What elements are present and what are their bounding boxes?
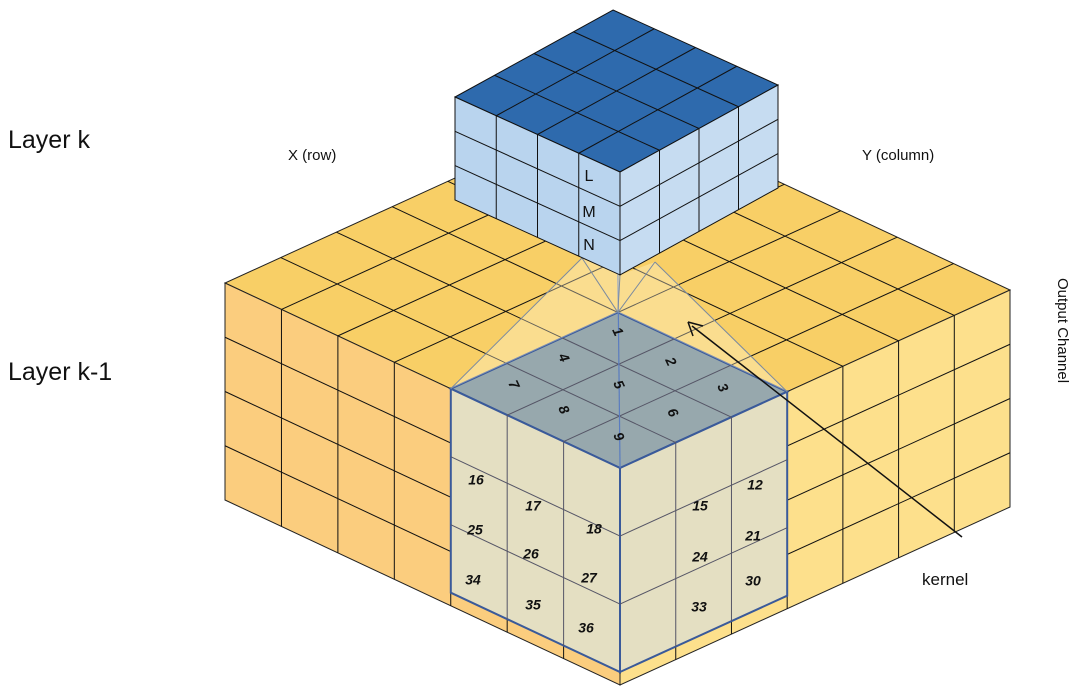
- kernel-grid-line: [506, 362, 676, 444]
- layer-k-minus-1-label: Layer k-1: [8, 358, 112, 386]
- kernel-grid-line: [450, 456, 621, 537]
- output-grid-line: [454, 130, 621, 207]
- output-grid-line: [619, 153, 779, 242]
- x-row-label: X (row): [288, 147, 336, 164]
- kernel-left-number: 18: [586, 521, 602, 537]
- receptive-field-projection: [450, 257, 788, 393]
- kernel-cube: [448, 272, 790, 674]
- output-grid-line: [619, 118, 779, 207]
- output-grid-line: [494, 74, 660, 151]
- kernel-left-number: 26: [522, 546, 539, 562]
- output-grid-line: [454, 165, 621, 242]
- kernel-left-number: 16: [468, 472, 484, 488]
- projection-line: [617, 261, 656, 313]
- kernel-right-number: 15: [692, 498, 708, 514]
- kernel-grid-line: [619, 527, 788, 605]
- y-column-label: Y (column): [862, 147, 934, 164]
- output-channel-label: Output Channel: [1054, 278, 1071, 383]
- kernel-left-number: 27: [580, 570, 598, 586]
- kernel-label: kernel: [922, 570, 968, 589]
- kernel-grid-line: [450, 524, 621, 605]
- kernel-left-number: 17: [525, 498, 542, 514]
- kernel-right-number: 21: [744, 528, 761, 544]
- output-cell-label-l: L: [585, 168, 594, 185]
- kernel-left-number: 35: [525, 597, 541, 613]
- kernel-pointer-arrow: [687, 321, 963, 538]
- kernel-grid-line: [561, 337, 732, 418]
- kernel-right-number: 33: [691, 599, 707, 615]
- kernel-left-number: 34: [465, 572, 481, 588]
- output-grid-line: [578, 65, 737, 154]
- projection-line: [617, 274, 621, 313]
- kernel-grid-line: [563, 364, 731, 443]
- output-cell-label-n: N: [583, 237, 595, 254]
- output-layer-block: L MN: [453, 9, 780, 276]
- kernel-grid-line: [506, 338, 675, 416]
- kernel-grid-line: [619, 459, 788, 537]
- output-grid-line: [533, 53, 700, 129]
- kernel-right-number: 30: [745, 573, 761, 589]
- kernel-left-number: 25: [466, 522, 483, 538]
- kernel-right-number: 24: [691, 549, 708, 565]
- projection-line: [654, 261, 788, 393]
- output-cell-label-m: M: [582, 204, 595, 221]
- layer-k-label: Layer k: [8, 126, 90, 154]
- projection-line: [450, 257, 583, 390]
- kernel-left-number: 36: [578, 620, 594, 636]
- projection-line: [581, 257, 619, 313]
- kernel-right-number: 12: [747, 477, 763, 493]
